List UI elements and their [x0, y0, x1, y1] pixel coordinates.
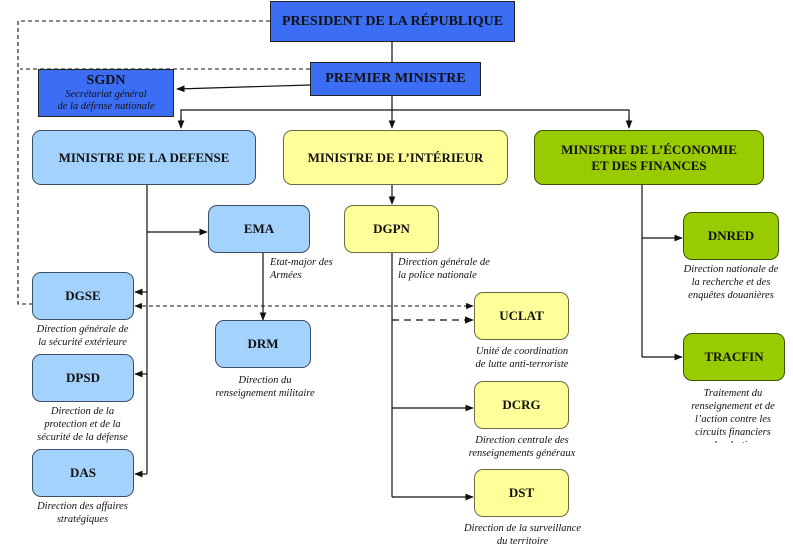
link-premier-sgdn [176, 84, 311, 93]
node-dgse-label: DGSE [65, 288, 101, 303]
node-sgdn-sub2: de la défense nationale [57, 101, 155, 112]
node-das[interactable]: DAS [32, 449, 134, 497]
node-tracfin-label: TRACFIN [704, 349, 764, 364]
node-economie-label2: ET DES FINANCES [591, 157, 707, 173]
node-dgse[interactable]: DGSE [32, 272, 134, 320]
node-drm[interactable]: DRM [215, 320, 311, 368]
link-minister-bus [180, 109, 630, 128]
node-sgdn-sub1: Secrétariat général [65, 89, 147, 100]
node-dnred-label: DNRED [707, 228, 755, 243]
node-dgpn-label: DGPN [373, 221, 410, 236]
node-ema-label: EMA [243, 221, 275, 236]
caption-das: Direction des affaires stratégiques [37, 501, 128, 525]
node-uclat-label: UCLAT [499, 308, 544, 323]
node-tracfin[interactable]: TRACFIN [683, 333, 785, 381]
node-dnred[interactable]: DNRED [683, 212, 779, 260]
node-ministre-defense[interactable]: MINISTRE DE LA DEFENSE [32, 130, 256, 185]
node-dst-label: DST [508, 485, 535, 500]
node-premier-ministre[interactable]: PREMIER MINISTRE [310, 62, 481, 96]
caption-dnred: Direction nationale de la recherche et d… [683, 264, 779, 301]
caption-tracfin: Traitement du renseignement et de l’acti… [691, 388, 775, 443]
node-uclat[interactable]: UCLAT [474, 292, 569, 340]
node-ema[interactable]: EMA [208, 205, 310, 253]
node-dst[interactable]: DST [474, 469, 569, 517]
node-ministre-interieur[interactable]: MINISTRE DE L’INTÉRIEUR [283, 130, 508, 185]
node-sgdn[interactable]: SGDN Secrétariat général de la défense n… [38, 69, 174, 117]
node-drm-label: DRM [247, 336, 279, 351]
caption-dgpn: Direction générale de la police national… [398, 257, 490, 281]
dashed-link-president-dgse [17, 20, 270, 305]
caption-uclat: Unité de coordination de lutte anti-terr… [475, 346, 569, 370]
node-defense-label: MINISTRE DE LA DEFENSE [58, 149, 230, 165]
caption-dst: Direction de la surveillance du territoi… [463, 523, 582, 547]
node-president-label: PRESIDENT DE LA RÉPUBLIQUE [281, 13, 504, 29]
caption-dpsd: Direction de la protection et de la sécu… [37, 406, 128, 443]
node-dcrg[interactable]: DCRG [474, 381, 569, 429]
node-economie-label1: MINISTRE DE L’ÉCONOMIE [561, 141, 737, 157]
node-dcrg-label: DCRG [502, 397, 541, 412]
node-president[interactable]: PRESIDENT DE LA RÉPUBLIQUE [270, 1, 515, 42]
node-sgdn-label: SGDN [86, 73, 126, 88]
node-ministre-economie[interactable]: MINISTRE DE L’ÉCONOMIE ET DES FINANCES [534, 130, 764, 185]
node-dgpn[interactable]: DGPN [344, 205, 439, 253]
caption-dcrg: Direction centrale des renseignements gé… [468, 435, 576, 459]
node-das-label: DAS [69, 465, 96, 480]
node-interieur-label: MINISTRE DE L’INTÉRIEUR [307, 149, 484, 165]
caption-dgse: Direction générale de la sécurité extéri… [36, 324, 129, 348]
node-dpsd[interactable]: DPSD [32, 354, 134, 402]
node-dpsd-label: DPSD [66, 370, 100, 385]
node-premier-label: PREMIER MINISTRE [325, 71, 466, 86]
caption-drm: Direction du renseignement militaire [215, 375, 315, 399]
caption-ema: Etat-major des Armées [270, 257, 333, 281]
